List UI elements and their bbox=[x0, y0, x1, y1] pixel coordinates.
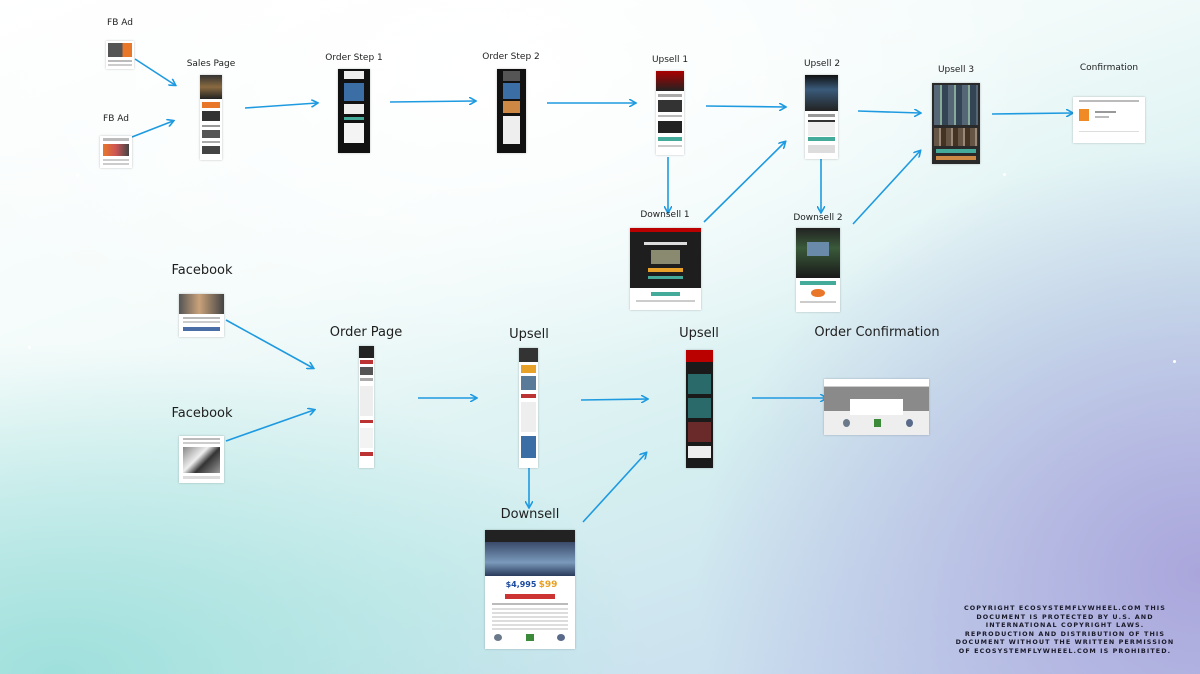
upsell-3-thumbnail[interactable] bbox=[932, 83, 980, 164]
label-order-step-2: Order Step 2 bbox=[482, 52, 540, 62]
label-sales-page: Sales Page bbox=[186, 59, 236, 69]
arrow bbox=[134, 58, 175, 85]
downsell-2-thumbnail[interactable] bbox=[796, 228, 840, 312]
arrow bbox=[703, 142, 785, 223]
label-downsell: Downsell bbox=[500, 507, 560, 522]
arrow bbox=[857, 111, 920, 113]
sales-page-thumbnail[interactable] bbox=[200, 75, 222, 160]
arrow bbox=[244, 103, 317, 109]
downsell-price-old: $4,995 bbox=[505, 580, 537, 589]
arrow bbox=[852, 151, 920, 225]
label-upsell-2: Upsell 2 bbox=[803, 59, 841, 69]
arrow bbox=[580, 399, 647, 400]
label-downsell-2: Downsell 2 bbox=[793, 213, 843, 223]
sparkle-dot bbox=[1173, 360, 1176, 363]
arrow bbox=[991, 113, 1072, 114]
label-order-confirmation: Order Confirmation bbox=[814, 325, 940, 340]
label-upsell-a: Upsell bbox=[509, 327, 549, 342]
arrow bbox=[225, 319, 313, 368]
label-facebook-1: Facebook bbox=[171, 263, 233, 278]
upsell-2-thumbnail[interactable] bbox=[805, 75, 838, 159]
facebook-post-thumbnail-2[interactable] bbox=[179, 436, 224, 483]
label-order-step-1: Order Step 1 bbox=[325, 53, 383, 63]
upsell-b-thumbnail[interactable] bbox=[686, 350, 713, 468]
upsell-a-thumbnail[interactable] bbox=[519, 348, 538, 468]
downsell-thumbnail[interactable]: $4,995 $99 bbox=[485, 530, 575, 649]
label-downsell-1: Downsell 1 bbox=[640, 210, 690, 220]
order-step-2-thumbnail[interactable] bbox=[497, 69, 526, 153]
label-fb-ad-1: FB Ad bbox=[107, 18, 133, 28]
sparkle-dot bbox=[28, 346, 31, 349]
sparkle-dot bbox=[1003, 173, 1006, 176]
label-order-page: Order Page bbox=[329, 325, 403, 340]
confirmation-thumbnail[interactable] bbox=[1073, 97, 1145, 143]
label-facebook-2: Facebook bbox=[171, 406, 233, 421]
downsell-1-thumbnail[interactable] bbox=[630, 228, 701, 310]
fb-ad-thumbnail-1[interactable] bbox=[106, 41, 134, 69]
label-upsell-b: Upsell bbox=[679, 326, 719, 341]
label-upsell-3: Upsell 3 bbox=[937, 65, 975, 75]
arrow bbox=[582, 453, 646, 523]
upsell-1-thumbnail[interactable] bbox=[656, 71, 684, 155]
facebook-post-thumbnail-1[interactable] bbox=[179, 294, 224, 337]
arrow bbox=[389, 101, 475, 102]
fb-ad-thumbnail-2[interactable] bbox=[100, 136, 132, 168]
arrow bbox=[131, 121, 173, 138]
sparkle-dot bbox=[76, 174, 79, 177]
label-upsell-1: Upsell 1 bbox=[651, 55, 689, 65]
order-confirmation-thumbnail[interactable] bbox=[824, 379, 929, 435]
label-fb-ad-2: FB Ad bbox=[103, 114, 129, 124]
order-step-1-thumbnail[interactable] bbox=[338, 69, 370, 153]
downsell-price-new: $99 bbox=[538, 580, 558, 590]
arrow bbox=[225, 410, 314, 442]
order-page-thumbnail[interactable] bbox=[359, 346, 374, 468]
copyright-notice: COPYRIGHT ECOSYSTEMFLYWHEEL.COM THIS DOC… bbox=[955, 604, 1175, 655]
label-confirmation: Confirmation bbox=[1079, 63, 1139, 73]
arrow bbox=[705, 106, 785, 107]
